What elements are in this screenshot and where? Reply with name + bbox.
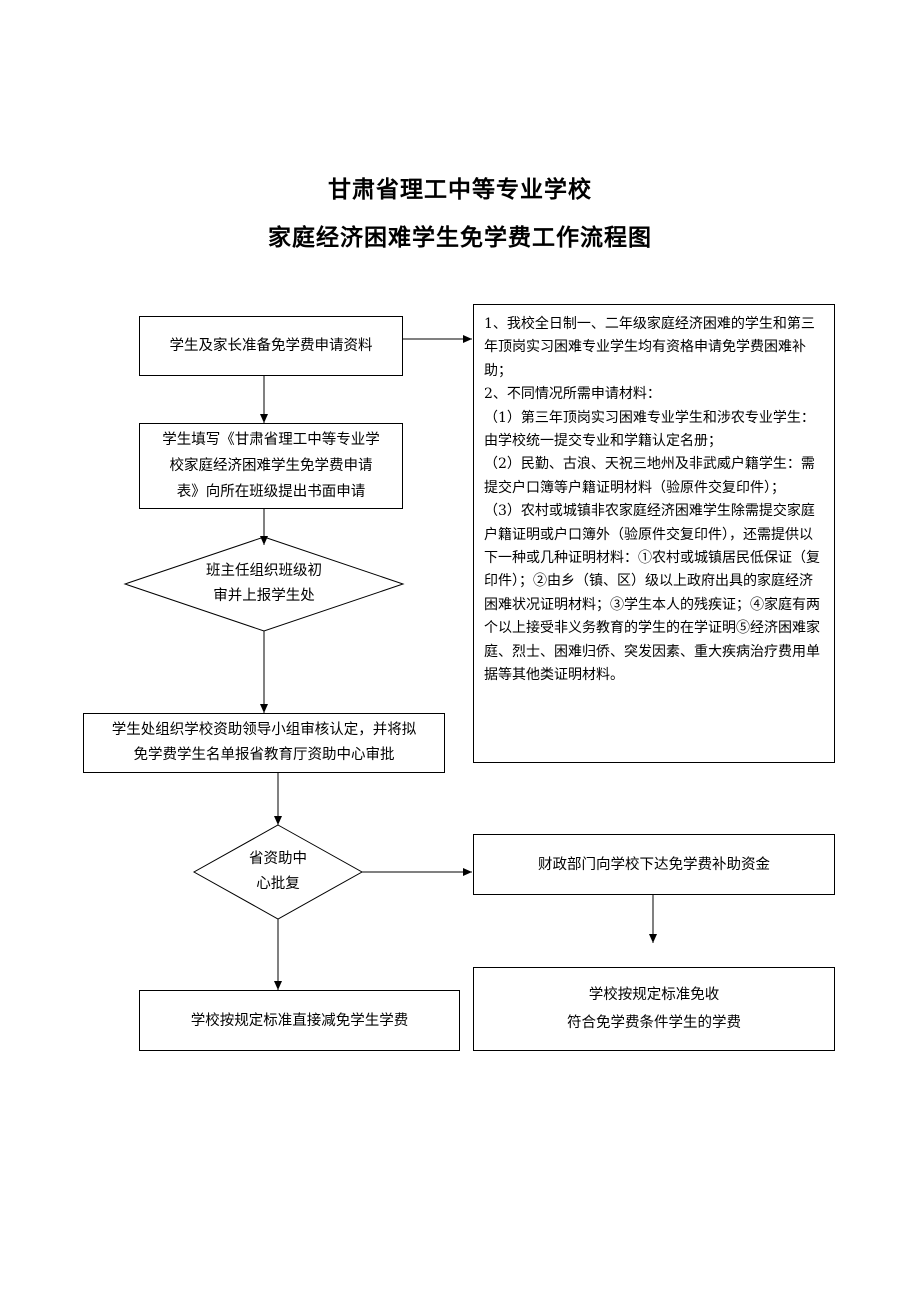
- page-subtitle: 家庭经济困难学生免学费工作流程图: [268, 225, 652, 251]
- page-title: 甘肃省理工中等专业学校: [328, 177, 592, 203]
- notes-paragraph: （1）第三年顶岗实习困难专业学生和涉农专业学生：由学校统一提交专业和学籍认定名册…: [484, 409, 815, 450]
- center-approve-label: 省资助中 心批复: [249, 851, 307, 892]
- notes-paragraph: （2）民勤、古浪、天祝三地州及非武威户籍学生：需提交户口簿等户籍证明材料（验原件…: [484, 456, 815, 496]
- notes-paragraph: 1、我校全日制一、二年级家庭经济困难的学生和第三年顶岗实习困难专业学生均有资格申…: [484, 316, 815, 379]
- waive-fees-box: 学校按规定标准免收 符合免学费条件学生的学费: [473, 967, 835, 1051]
- finance-box: 财政部门向学校下达免学费补助资金: [473, 834, 835, 895]
- prepare-materials-box: 学生及家长准备免学费申请资料: [139, 316, 403, 376]
- notes-paragraph: 2、不同情况所需申请材料：: [484, 386, 661, 403]
- teacher-review-label: 班主任组织班级初 审并上报学生处: [206, 563, 322, 604]
- fill-application-box: 学生填写《甘肃省理工中等专业学 校家庭经济困难学生免学费申请 表》向所在班级提出…: [139, 423, 403, 509]
- eligibility-notes-box: 1、我校全日制一、二年级家庭经济困难的学生和第三年顶岗实习困难专业学生均有资格申…: [473, 304, 835, 763]
- student-office-box: 学生处组织学校资助领导小组审核认定，并将拟 免学费学生名单报省教育厅资助中心审批: [83, 713, 445, 773]
- direct-reduce-box: 学校按规定标准直接减免学生学费: [139, 990, 460, 1051]
- notes-paragraph: （3）农村或城镇非农家庭经济困难学生除需提交家庭户籍证明或户口簿外（验原件交复印…: [484, 503, 820, 684]
